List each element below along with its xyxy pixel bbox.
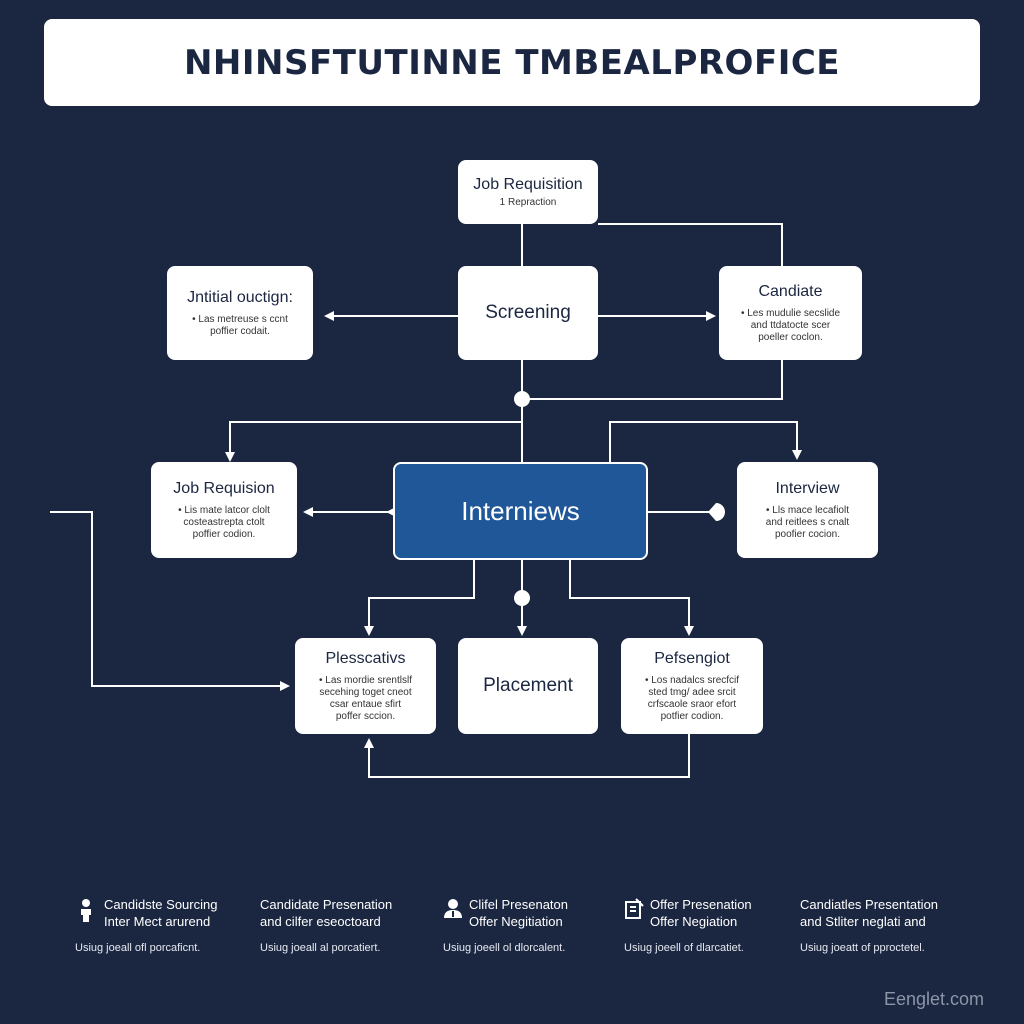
legend-item-5: Candiatles Presentation and Stliter negl… [800,896,990,954]
edge-jobreq-candiate [598,223,783,266]
edge-interniews-pefsengiot [569,560,694,636]
legend-description: Usiug joeatt of pproctetel. [800,942,925,954]
node-description: • Las mordie srentlslf secehing toget cn… [319,675,412,722]
legend-description: Usiug joeall al porcatiert. [260,942,381,954]
node-interview[interactable]: Interview • Lls mace lecafiolt and reitl… [737,462,878,558]
title-bar: NHINSFTUTINNE TMBEALPROFICE [44,19,980,106]
edge-branch-left [225,421,522,462]
node-title: Plesscativs [325,650,406,667]
legend-title: Candidste Sourcing Inter Mect arurend [104,897,218,929]
legend-item-1: Candidste Sourcing Inter Mect arurend Us… [75,896,268,954]
legend-title: Offer Presenation Offer Negiation [650,897,752,929]
legend-title: Candiatles Presentation and Stliter negl… [800,897,939,929]
document-icon [624,898,644,925]
node-job-requisition-top[interactable]: Job Requisition 1 Repraction [458,160,598,224]
node-title: Job Requisition [473,176,583,193]
legend-item-2: Candidate Presenation and cilfer eseocto… [260,896,450,954]
node-placement[interactable]: Placement [458,638,598,734]
node-title: Jntitial ouctign: [187,289,293,306]
legend-description: Usiug joeell of dlarcatiet. [624,942,744,954]
diagram-title: NHINSFTUTINNE TMBEALPROFICE [183,42,841,83]
node-title: Candiate [758,283,823,300]
node-candiate[interactable]: Candiate • Les mudulie secslide and ttda… [719,266,862,360]
legend-description: Usiug joeall ofl porcaficnt. [75,942,201,954]
legend-item-4: Offer Presenation Offer Negiation Usiug … [624,896,814,954]
legend-item-3: Clifel Presenaton Offer Negitiation Usiu… [443,896,633,954]
node-screening[interactable]: Screening [458,266,598,360]
node-description: • Los nadalcs srecfcif sted tmg/ adee sr… [644,675,740,722]
watermark: Eenglet.com [883,989,984,1009]
junction-dot-top [514,391,530,407]
legend-description: Usiug joeell ol dlorcalent. [443,942,566,954]
node-title: Job Requision [173,480,275,497]
person-icon [78,898,98,927]
node-description: • Lls mace lecafiolt and reitlees s cnal… [765,505,850,540]
node-description: • Les mudulie secslide and ttdatocte sce… [740,308,841,343]
user-group-icon [443,898,463,925]
edge-branch-right [609,421,802,462]
node-title: Interniews [461,496,580,526]
connector-knob-right [708,503,725,521]
edge-left-loop [50,511,290,691]
node-title: Interview [775,480,840,497]
node-subtitle: 1 Repraction [499,197,557,208]
node-job-requision[interactable]: Job Requision • Lis mate latcor clolt co… [151,462,297,558]
node-pefsengiot[interactable]: Pefsengiot • Los nadalcs srecfcif sted t… [621,638,763,734]
node-interniews[interactable]: Interniews [393,462,648,560]
legend-title: Clifel Presenaton Offer Negitiation [469,897,568,929]
node-initial-outreach[interactable]: Jntitial ouctign: • Las metreuse s ccnt … [167,266,313,360]
junction-dot-bottom [514,590,530,606]
edge-candiate-junction [522,360,783,400]
edge-interniews-plesscativs [364,560,475,636]
edge-bottom-loop [364,734,690,778]
node-plesscativs[interactable]: Plesscativs • Las mordie srentlslf seceh… [295,638,436,734]
node-description: • Lis mate latcor clolt costeastrepta ct… [178,505,270,540]
node-description: • Las metreuse s ccnt poffier codait. [192,314,288,337]
node-title: Placement [483,675,573,696]
legend-title: Candidate Presenation and cilfer eseocto… [260,897,393,929]
node-title: Screening [485,302,571,323]
node-title: Pefsengiot [654,650,730,667]
